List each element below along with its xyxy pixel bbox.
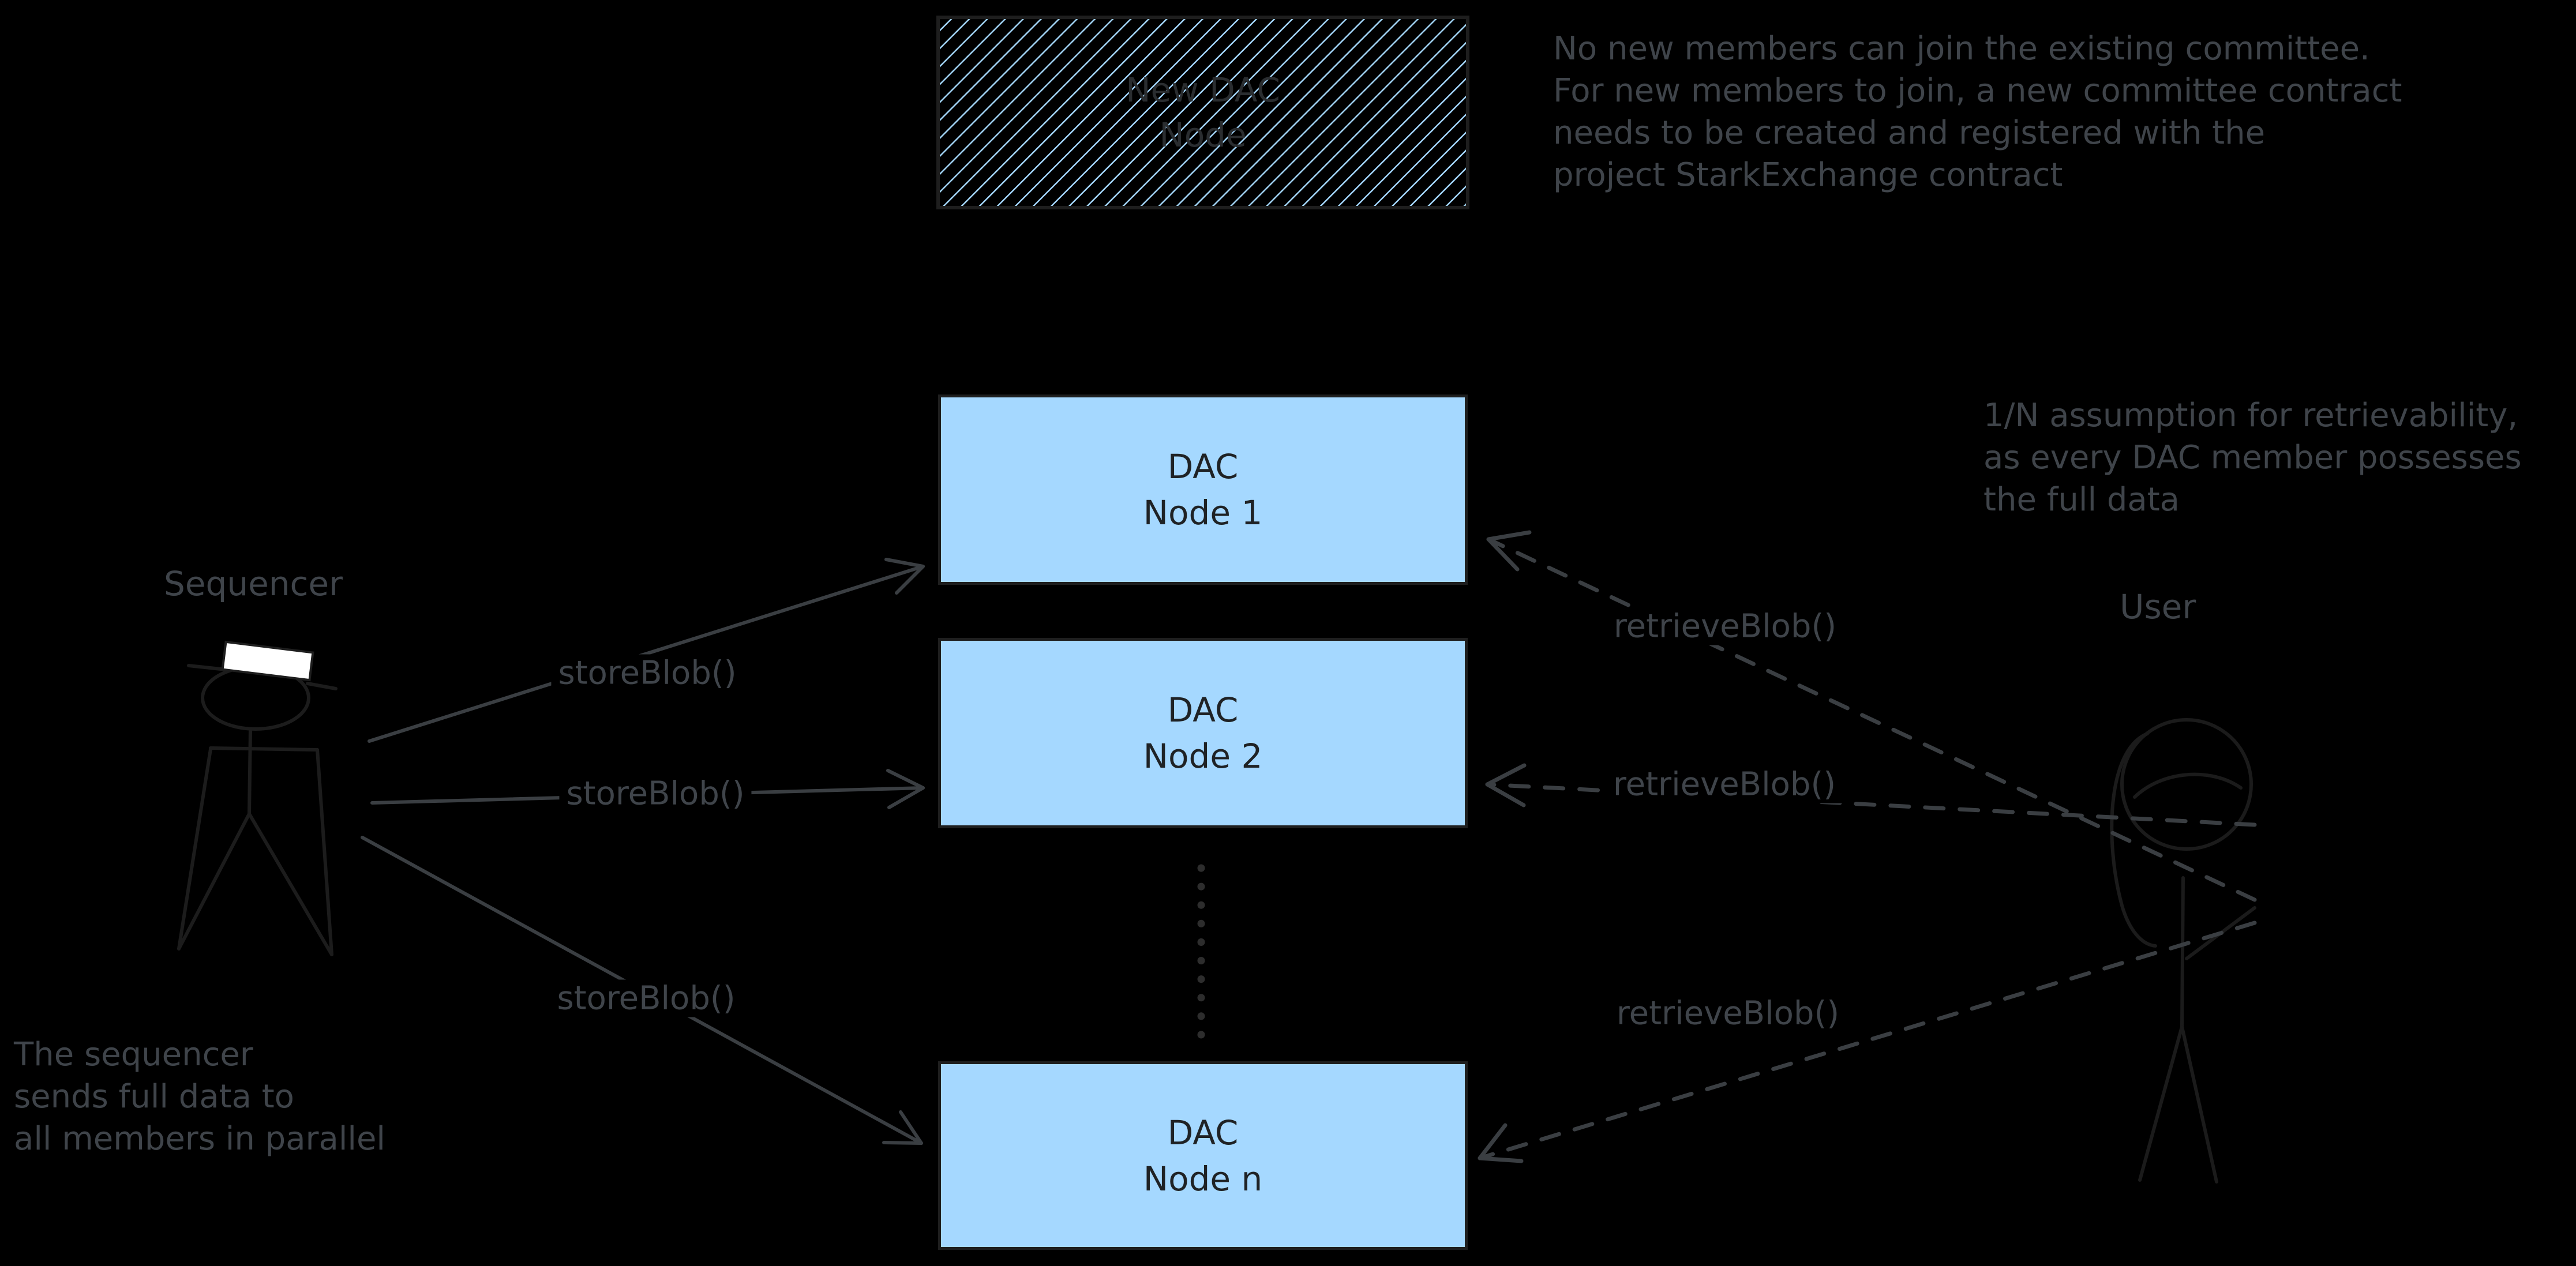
retrieve-blob-label-3: retrieveBlob() [1609, 994, 1847, 1032]
store-arrowhead-node1 [884, 558, 925, 595]
retrieve-arrowhead-node2 [1485, 763, 1527, 807]
annotation-right-line1: 1/N assumption for retrievability, [1983, 397, 2518, 434]
retrieve-arrowhead-noden [1478, 1123, 1524, 1163]
user-icon [2110, 718, 2256, 1184]
retrieve-arrow-noden [1478, 921, 2257, 1160]
annotation-right: 1/N assumption for retrievability, as ev… [1983, 395, 2522, 521]
annotation-top-right-line4: project StarkExchange contract [1553, 156, 2063, 194]
store-arrowhead-node2 [886, 769, 925, 809]
store-blob-label-2: storeBlob() [559, 775, 752, 813]
new-dac-node-caption: New DAC Node [938, 17, 1468, 208]
dac-node-1: DAC Node 1 [938, 395, 1468, 585]
sequencer-label: Sequencer [164, 564, 343, 603]
new-dac-node-line1: New DAC [1126, 70, 1280, 110]
new-dac-node-line2: Node [1159, 115, 1247, 155]
sequencer-icon [177, 640, 338, 956]
store-arrows [361, 558, 925, 1145]
retrieve-blob-label-1: retrieveBlob() [1606, 607, 1844, 645]
store-arrow-node1 [368, 565, 925, 743]
annotation-top-right-line2: For new members to join, a new committee… [1553, 72, 2402, 110]
annotation-bottom-left-line2: sends full data to [14, 1078, 294, 1115]
annotation-top-right: No new members can join the existing com… [1553, 28, 2402, 196]
dac-node-n-line2: Node n [1143, 1159, 1263, 1199]
dac-node-2-line1: DAC [1167, 690, 1239, 730]
annotation-top-right-line3: needs to be created and registered with … [1553, 114, 2266, 152]
new-dac-node-box [936, 16, 1469, 209]
retrieve-arrowhead-node1 [1486, 530, 1532, 572]
store-arrowhead-noden [882, 1110, 923, 1145]
dac-node-2: DAC Node 2 [938, 638, 1468, 828]
annotation-right-line3: the full data [1983, 481, 2180, 519]
sequencer-visor [221, 640, 314, 682]
dac-node-n: DAC Node n [938, 1061, 1468, 1250]
retrieve-arrow-node2 [1485, 782, 2257, 827]
dac-node-1-line1: DAC [1167, 447, 1239, 486]
annotation-bottom-left-line1: The sequencer [14, 1036, 253, 1073]
annotation-right-line2: as every DAC member possesses [1983, 439, 2522, 476]
dac-node-n-line1: DAC [1167, 1113, 1239, 1152]
store-blob-label-3: storeBlob() [550, 979, 743, 1017]
user-label: User [2120, 587, 2196, 626]
retrieve-blob-label-2: retrieveBlob() [1606, 765, 1843, 803]
retrieve-arrows [1478, 530, 2257, 1163]
dac-node-1-line2: Node 1 [1143, 493, 1263, 532]
annotation-bottom-left-line3: all members in parallel [14, 1120, 385, 1158]
retrieve-arrow-node1 [1486, 537, 2257, 902]
store-blob-label-1: storeBlob() [551, 654, 744, 692]
annotation-top-right-line1: No new members can join the existing com… [1553, 30, 2370, 67]
annotation-bottom-left: The sequencer sends full data to all mem… [14, 1034, 385, 1160]
dac-node-2-line2: Node 2 [1143, 737, 1263, 776]
